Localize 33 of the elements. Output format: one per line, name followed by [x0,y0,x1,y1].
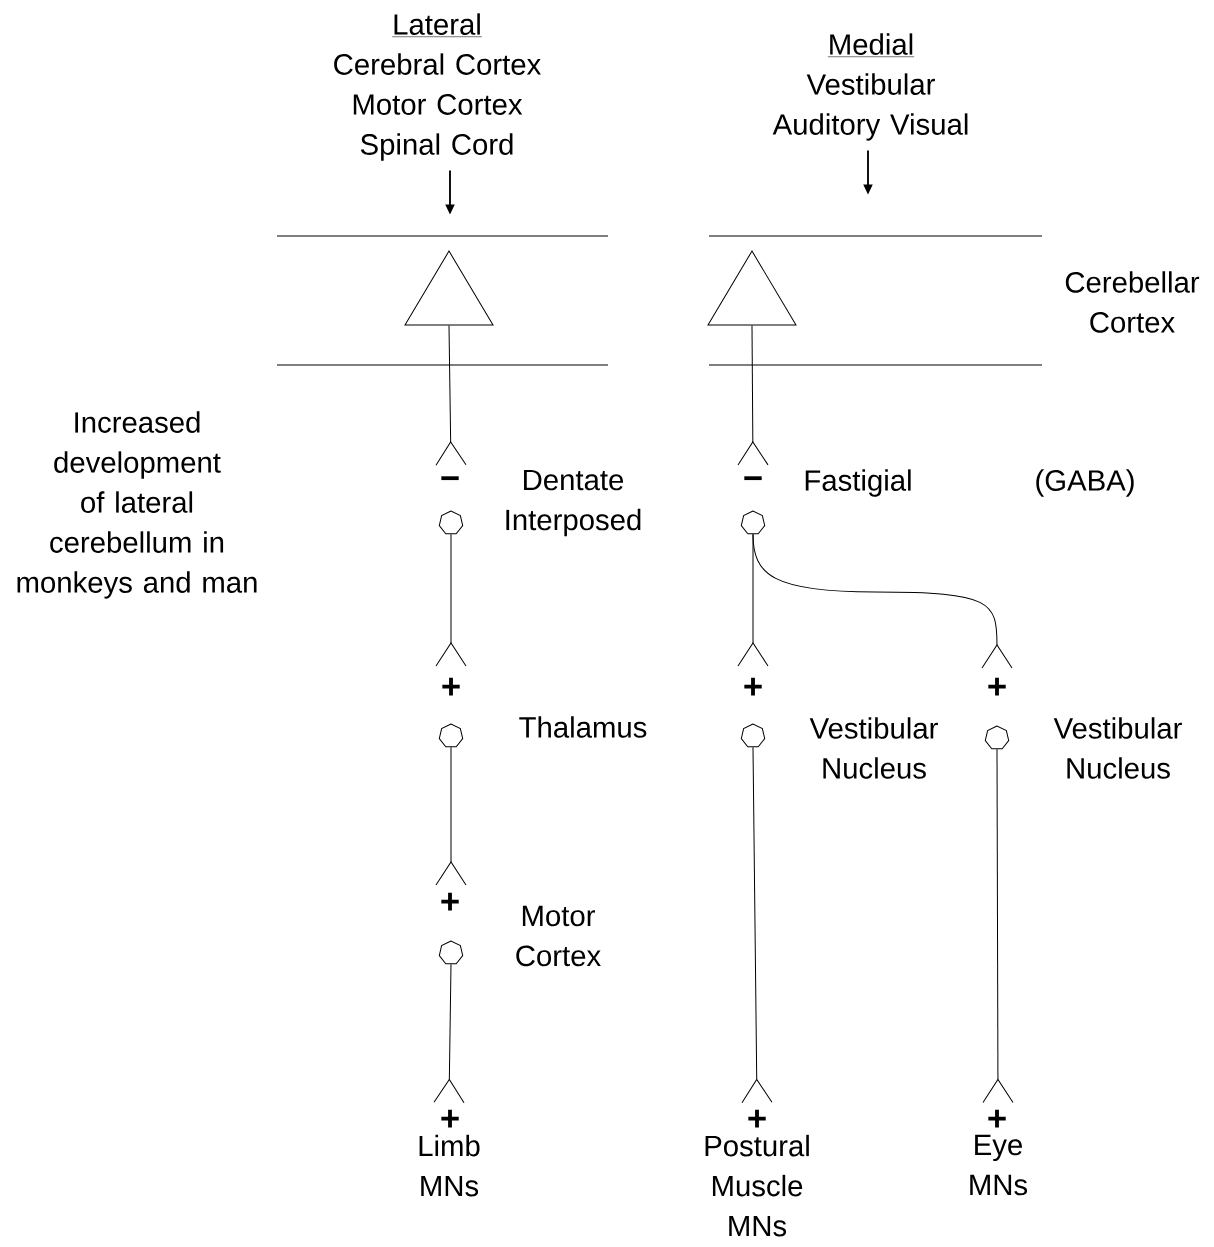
structure-label: Motor Cortex [516,905,601,967]
heading-text: Lateral Cerebral Cortex Motor Cortex Spinal Cord [334,13,541,161]
sign: + [441,892,459,911]
sign: + [988,1109,1006,1128]
target-label: Eye MNs [970,1134,1028,1196]
note-text: (GABA) [1036,469,1134,497]
sign: − [441,476,459,481]
structure-label: Fastigial [805,469,911,497]
sign: + [748,1109,766,1128]
axon-line [982,748,1014,1104]
structure-label: Thalamus [519,716,647,738]
sign: − [744,476,762,481]
axon-line [435,325,467,466]
sign: + [744,677,762,696]
note-text: Increased development of lateral cerebellum in monkeys and man [17,411,257,599]
triangle [707,250,797,326]
axon-line [435,533,467,667]
sign: + [442,677,460,696]
note-text: Cerebellar Cortex [1065,271,1200,333]
sign: + [988,677,1006,696]
axon-line [752,533,1013,669]
triangle [404,250,494,326]
sign: + [441,1109,459,1128]
axon-line [741,746,773,1104]
structure-label: Vestibular Nucleus [809,717,938,779]
axon-line [433,963,465,1104]
structure-label: Vestibular Nucleus [1053,717,1182,779]
target-label: Postural Muscle MNs [705,1134,809,1237]
axon-line [435,746,467,886]
axon-line [737,325,769,466]
structure-label: Dentate Interposed [506,469,641,537]
heading-text: Medial Vestibular Auditory Visual [772,33,968,141]
target-label: Limb MNs [419,1134,480,1197]
